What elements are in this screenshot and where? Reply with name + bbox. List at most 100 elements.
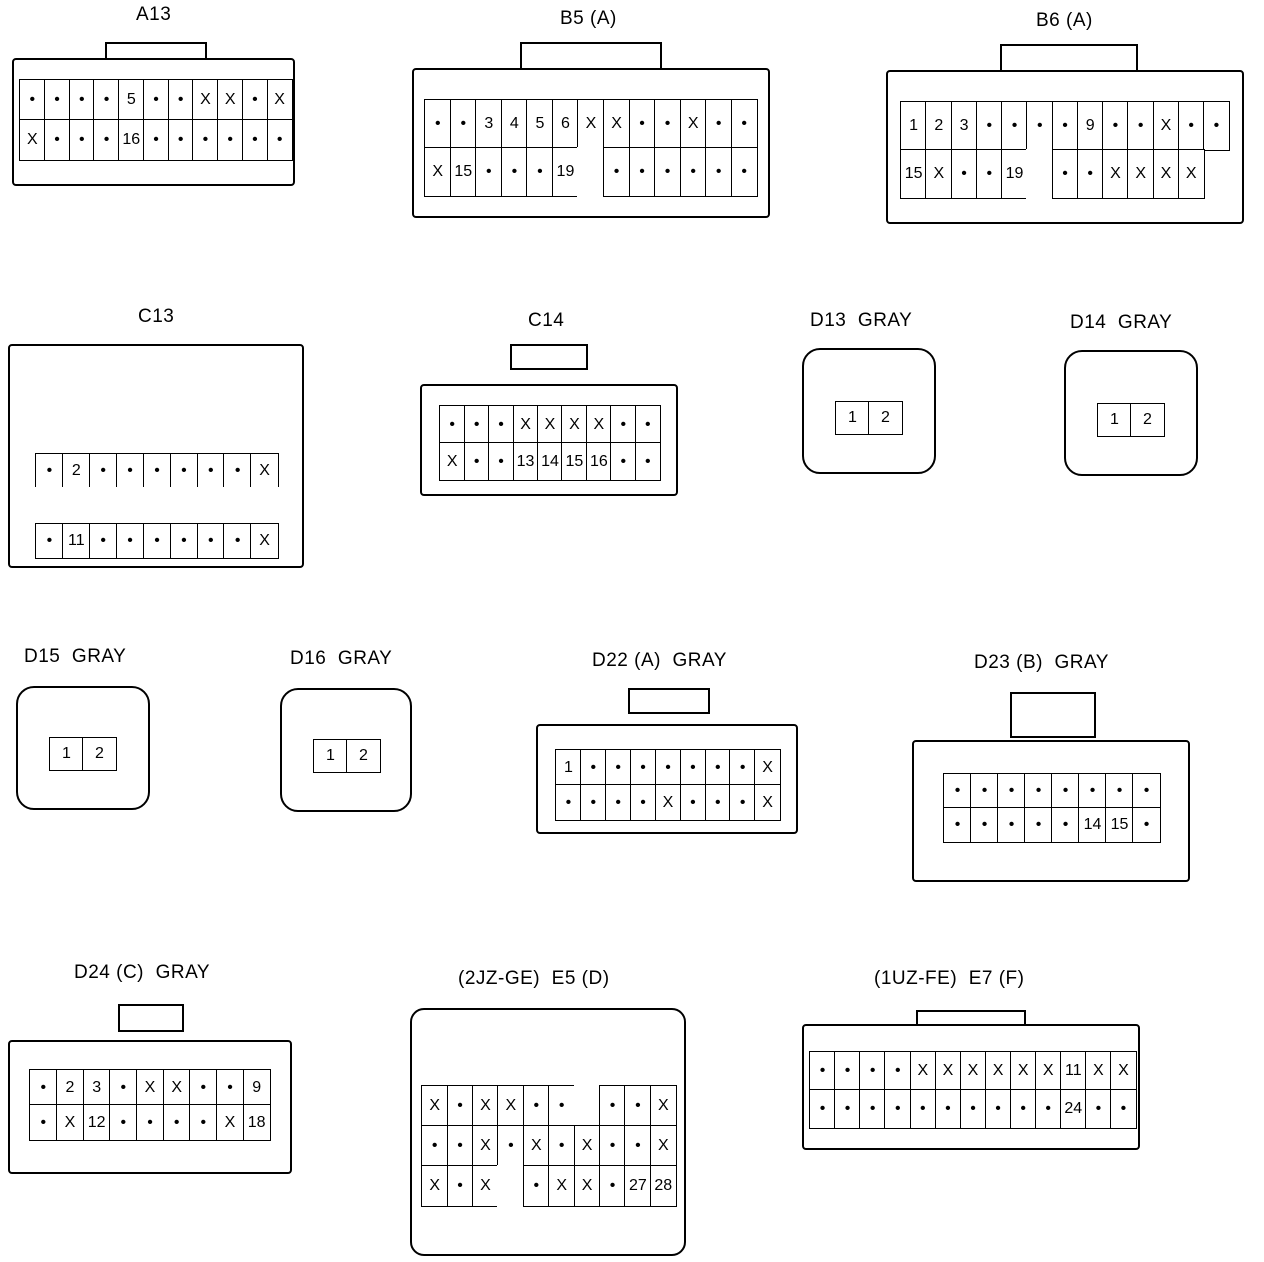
connector-pin: • bbox=[1024, 807, 1053, 843]
connector-pin: • bbox=[679, 749, 707, 786]
connector-pin: 28 bbox=[649, 1165, 677, 1207]
connector-pin: X bbox=[754, 749, 781, 786]
connector-pin: • bbox=[984, 1089, 1012, 1129]
connector-pin: • bbox=[997, 773, 1026, 809]
connector-pin: • bbox=[446, 1165, 474, 1207]
connector-pin: 2 bbox=[925, 101, 953, 151]
connector-pin: • bbox=[605, 749, 632, 786]
connector-pin: • bbox=[241, 79, 269, 121]
connector-pin: • bbox=[555, 784, 582, 821]
connector-pin: • bbox=[142, 119, 170, 161]
connector-pin: • bbox=[169, 453, 199, 489]
connector-pin: X bbox=[512, 405, 539, 444]
connector-pin: X bbox=[537, 405, 563, 444]
connector-d13-label: D13 GRAY bbox=[810, 310, 913, 331]
connector-pin: • bbox=[1102, 101, 1129, 151]
connector-pin: 2 bbox=[82, 737, 117, 771]
connector-pin: • bbox=[1132, 773, 1161, 809]
connector-pin: X bbox=[472, 1165, 499, 1207]
connector-pin: • bbox=[628, 99, 656, 149]
connector-pin bbox=[497, 1165, 525, 1207]
connector-pin: 2 bbox=[868, 401, 903, 435]
connector-pin: • bbox=[624, 1125, 652, 1167]
connector-pin: • bbox=[975, 149, 1003, 199]
connector-pin: • bbox=[605, 784, 632, 821]
connector-pin: • bbox=[167, 119, 194, 161]
connector-pin: • bbox=[497, 1125, 525, 1167]
connector-pin: X bbox=[959, 1051, 987, 1091]
connector-spacer bbox=[115, 487, 145, 525]
connector-d16-label: D16 GRAY bbox=[290, 648, 393, 669]
connector-pin: • bbox=[705, 99, 733, 149]
connector-c14-latch bbox=[510, 344, 588, 370]
connector-pin: • bbox=[1026, 101, 1054, 151]
connector-pin: • bbox=[679, 147, 707, 197]
connector-pin: 3 bbox=[475, 99, 503, 149]
connector-pin: X bbox=[162, 1069, 191, 1106]
connector-pin: 2 bbox=[346, 739, 381, 773]
connector-pin: • bbox=[629, 784, 657, 821]
connector-pin: X bbox=[472, 1125, 499, 1167]
connector-pin: 15 bbox=[1105, 807, 1134, 843]
connector-pin: • bbox=[446, 1085, 474, 1127]
connector-a13-label: A13 bbox=[136, 4, 172, 25]
connector-pin: 16 bbox=[585, 442, 612, 481]
connector-pin: 14 bbox=[537, 442, 563, 481]
connector-pin: • bbox=[1051, 773, 1080, 809]
connector-pin: • bbox=[142, 523, 172, 559]
connector-pin: • bbox=[109, 1104, 138, 1141]
connector-spacer bbox=[35, 487, 64, 525]
connector-pin: • bbox=[580, 749, 607, 786]
connector-pin: X bbox=[1152, 149, 1180, 199]
connector-pin: • bbox=[610, 442, 637, 481]
connector-pin: • bbox=[135, 1104, 165, 1141]
connector-pin: • bbox=[1085, 1089, 1112, 1129]
connector-pin: • bbox=[834, 1089, 861, 1129]
connector-e7-label: (1UZ-FE) E7 (F) bbox=[874, 968, 1025, 989]
connector-d24-label: D24 (C) GRAY bbox=[74, 962, 211, 983]
connector-pin: X bbox=[925, 149, 953, 199]
connector-pin: 3 bbox=[950, 101, 978, 151]
connector-pin: • bbox=[43, 79, 71, 121]
connector-pin: • bbox=[439, 405, 466, 444]
connector-pin: • bbox=[610, 405, 637, 444]
connector-pin: • bbox=[975, 101, 1003, 151]
connector-spacer bbox=[62, 487, 91, 525]
connector-pin: 2 bbox=[1130, 403, 1165, 437]
connector-pin: X bbox=[649, 1125, 677, 1167]
connector-pin: X bbox=[250, 453, 279, 489]
connector-d22-pin-grid: 1•••••••X••••X•••X bbox=[555, 749, 781, 821]
connector-pin: • bbox=[189, 1069, 218, 1106]
connector-pin: X bbox=[934, 1051, 962, 1091]
connector-pin: • bbox=[35, 523, 64, 559]
connector-pin: • bbox=[1105, 773, 1134, 809]
connector-pin: • bbox=[424, 99, 452, 149]
connector-pin: X bbox=[266, 79, 293, 121]
connector-pin: • bbox=[634, 405, 661, 444]
connector-pin: 1 bbox=[835, 401, 870, 435]
connector-pin: • bbox=[142, 453, 172, 489]
connector-pin: X bbox=[250, 523, 279, 559]
connector-pin: X bbox=[421, 1085, 449, 1127]
connector-pin: • bbox=[500, 147, 528, 197]
connector-pin: • bbox=[266, 119, 293, 161]
connector-pin: X bbox=[548, 1165, 576, 1207]
connector-pin: • bbox=[89, 523, 118, 559]
connector-pin: • bbox=[1001, 101, 1028, 151]
connector-pin: • bbox=[488, 405, 515, 444]
connector-c13-pin-grid: •2••••••X•11••••••X bbox=[35, 453, 279, 559]
connector-pin: X bbox=[522, 1125, 550, 1167]
connector-pin: 15 bbox=[449, 147, 477, 197]
connector-pin: • bbox=[959, 1089, 987, 1129]
connector-pin: • bbox=[1051, 101, 1079, 151]
connector-pin: X bbox=[421, 1165, 449, 1207]
connector-pin: • bbox=[196, 523, 225, 559]
connector-pin: • bbox=[970, 807, 999, 843]
